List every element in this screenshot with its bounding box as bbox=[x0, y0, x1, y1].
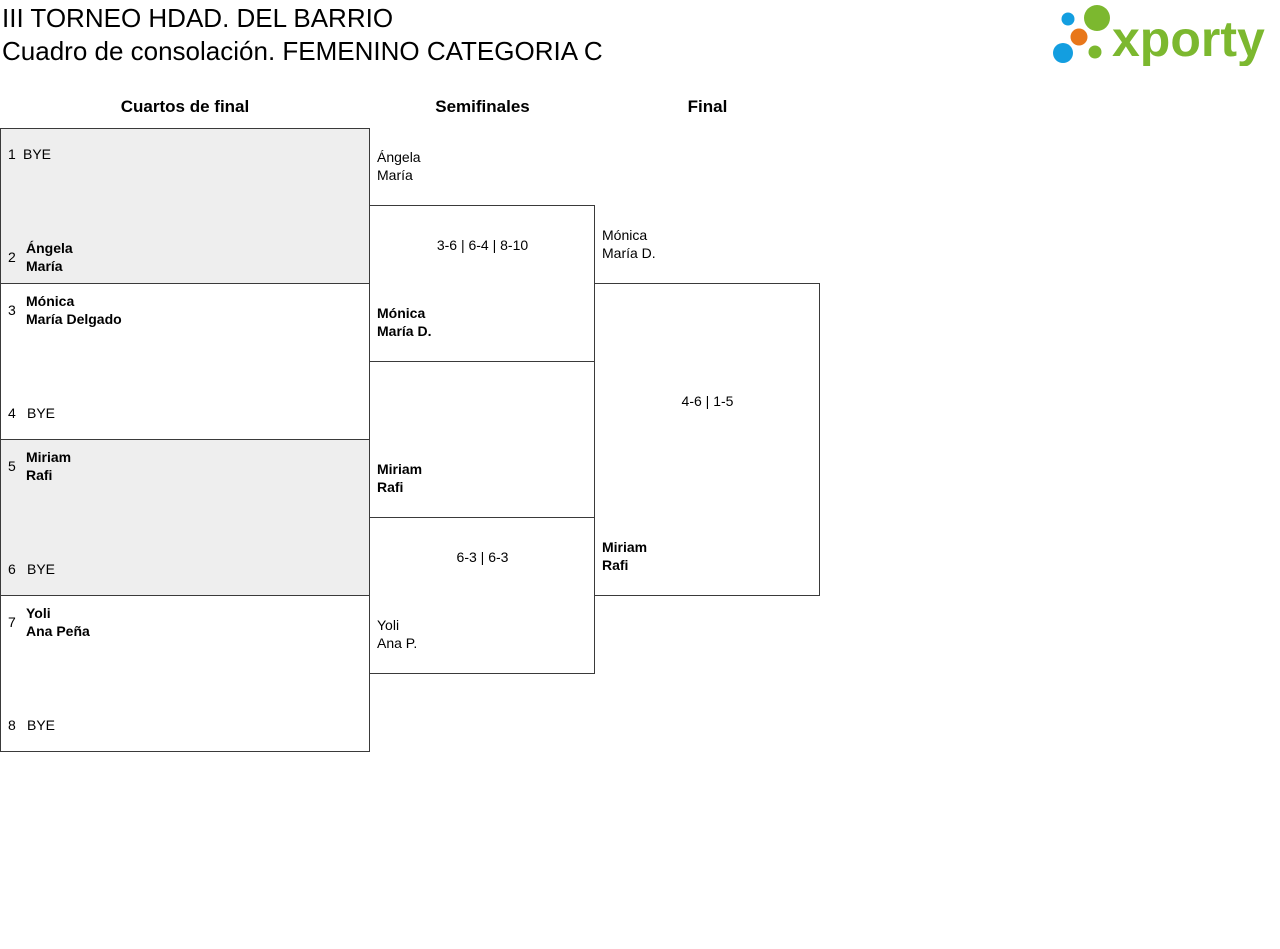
match-score: 6-3 | 6-3 bbox=[456, 549, 509, 565]
seed-number: 2 bbox=[8, 249, 16, 265]
player-name: María D. bbox=[377, 323, 432, 339]
player-name: BYE bbox=[27, 717, 56, 733]
match-score: 4-6 | 1-5 bbox=[681, 393, 734, 409]
player-name: Ana Peña bbox=[26, 623, 90, 639]
player-name: Miriam bbox=[377, 461, 423, 477]
draw-subtitle: Cuadro de consolación. FEMENINO CATEGORI… bbox=[2, 36, 603, 66]
player-name: BYE bbox=[27, 405, 56, 421]
seed-number: 6 bbox=[8, 561, 16, 577]
player-name: Yoli bbox=[26, 605, 51, 621]
player-name: Mónica bbox=[26, 293, 75, 309]
player-name: Mónica bbox=[602, 227, 648, 243]
match-score: 3-6 | 6-4 | 8-10 bbox=[436, 237, 529, 253]
seed-number: 5 bbox=[8, 458, 16, 474]
player-entry[interactable]: BYE bbox=[23, 145, 51, 163]
round-header-quarterfinals: Cuartos de final bbox=[120, 97, 250, 116]
player-name: María bbox=[377, 167, 413, 183]
player-name: BYE bbox=[23, 146, 52, 162]
seed-number: 1 bbox=[8, 146, 16, 162]
quarterfinal-match[interactable] bbox=[0, 128, 370, 284]
player-name: María D. bbox=[602, 245, 656, 261]
player-name: Mónica bbox=[377, 305, 426, 321]
player-name: María bbox=[26, 258, 63, 274]
seed-number: 3 bbox=[8, 302, 16, 318]
tournament-title: III TORNEO HDAD. DEL BARRIO bbox=[2, 3, 394, 33]
quarterfinal-match[interactable] bbox=[0, 439, 370, 596]
player-name: María Delgado bbox=[26, 311, 122, 327]
player-name: Rafi bbox=[26, 467, 53, 483]
player-name: Ángela bbox=[377, 149, 421, 165]
seed-number: 4 bbox=[8, 405, 16, 421]
player-name: Rafi bbox=[602, 557, 629, 573]
round-header-semifinals: Semifinales bbox=[435, 97, 530, 116]
player-entry[interactable]: BYE bbox=[27, 404, 55, 422]
round-header-final: Final bbox=[687, 97, 728, 116]
player-name: Miriam bbox=[602, 539, 648, 555]
logo-wordmark: xporty bbox=[1112, 11, 1265, 66]
player-name: BYE bbox=[27, 561, 56, 577]
player-name: Yoli bbox=[377, 617, 400, 633]
player-name: Miriam bbox=[26, 449, 72, 465]
final-match[interactable] bbox=[594, 283, 820, 596]
player-name: Ana P. bbox=[377, 635, 418, 651]
player-name: Ángela bbox=[26, 240, 73, 256]
player-name: Rafi bbox=[377, 479, 404, 495]
player-entry[interactable]: BYE bbox=[27, 716, 55, 734]
xporty-logo[interactable]: xporty bbox=[1050, 4, 1275, 66]
seed-number: 7 bbox=[8, 614, 16, 630]
player-entry[interactable]: BYE bbox=[27, 560, 55, 578]
seed-number: 8 bbox=[8, 717, 16, 733]
